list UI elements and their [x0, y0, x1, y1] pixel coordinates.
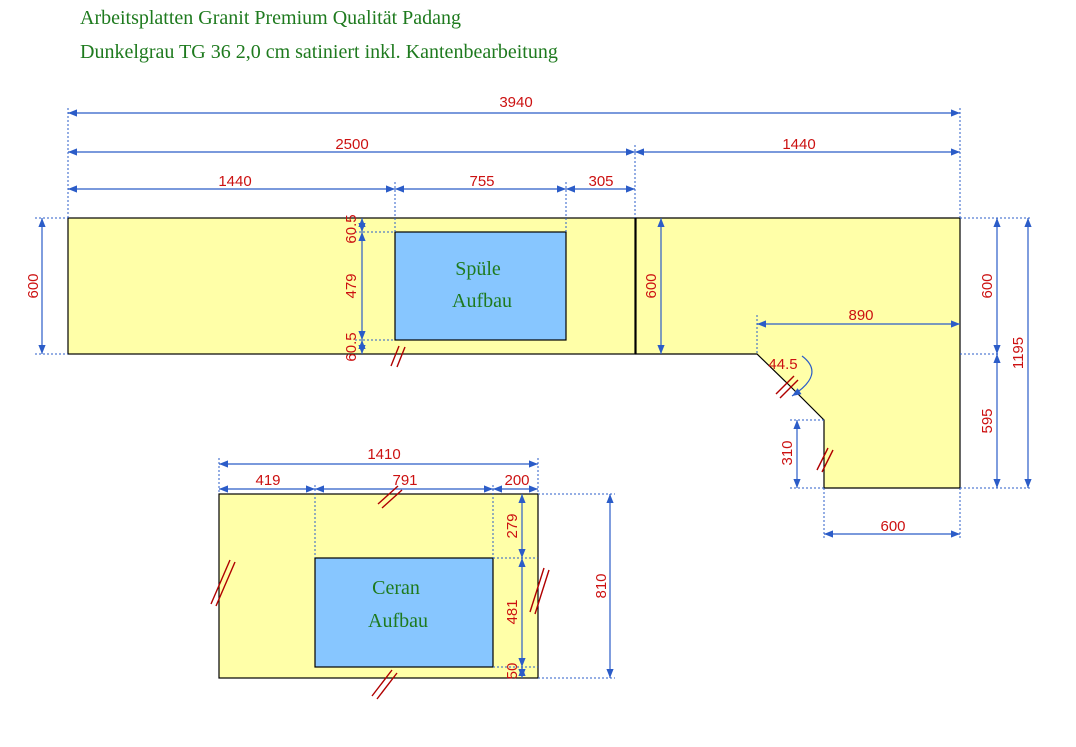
plate-2 [635, 217, 961, 489]
dim-1440-right-text: 1440 [782, 136, 815, 153]
dim-600-left-text: 600 [25, 273, 42, 298]
dimension-labels: 3940 2500 1440 1440 755 305 600 60.5 479… [25, 94, 1027, 679]
dim-1440-left-text: 1440 [218, 173, 251, 190]
dim-481-text: 481 [504, 599, 521, 624]
cooktop-label-line-2: Aufbau [368, 610, 428, 632]
dim-1195-text: 1195 [1010, 337, 1027, 369]
plate-3 [218, 493, 539, 679]
edge-mark-leg [816, 447, 834, 473]
edge-mark-plate3-left [210, 559, 236, 607]
edge-mark-plate3-right [529, 567, 550, 615]
dim-50-text: 50 [504, 663, 521, 680]
dim-479-text: 479 [343, 273, 360, 298]
plate-2-slab [635, 217, 961, 489]
dim-279-text: 279 [504, 513, 521, 538]
title-line-1: Arbeitsplatten Granit Premium Qualität P… [80, 7, 462, 29]
dim-755-text: 755 [469, 173, 494, 190]
dim-1410-text: 1410 [367, 446, 400, 463]
dim-60-5-bottom-text: 60.5 [343, 332, 360, 361]
dimension-lines [38, 109, 1032, 678]
edge-mark-plate3-bottom [371, 669, 398, 700]
plate-1 [67, 217, 636, 355]
edge-mark-chamfer [775, 375, 799, 399]
dim-600-right-text: 600 [979, 273, 996, 298]
dim-595-text: 595 [979, 408, 996, 433]
dim-310-text: 310 [779, 440, 796, 465]
edge-processing-icon [210, 345, 834, 700]
dim-3940-text: 3940 [499, 94, 532, 111]
edge-mark-sink-front [390, 345, 406, 368]
dim-890-text: 890 [848, 307, 873, 324]
dim-600-mid-text: 600 [643, 273, 660, 298]
dim-angle-arc [791, 355, 813, 397]
dim-810-text: 810 [593, 573, 610, 598]
sink-label-line-2: Aufbau [452, 290, 512, 312]
dim-305-text: 305 [588, 173, 613, 190]
dim-200-text: 200 [504, 472, 529, 489]
cooktop-cutout [314, 557, 494, 668]
dim-600-bottom-text: 600 [880, 518, 905, 535]
sink-label-line-1: Spüle [455, 258, 501, 280]
title-line-2: Dunkelgrau TG 36 2,0 cm satiniert inkl. … [80, 41, 558, 63]
dim-2500-text: 2500 [335, 136, 368, 153]
dim-angle-text: 44.5 [768, 356, 797, 373]
sink-cutout [394, 231, 567, 341]
edge-mark-plate3-top [377, 485, 403, 509]
dim-60-5-top-text: 60.5 [343, 214, 360, 243]
dim-419-text: 419 [255, 472, 280, 489]
cooktop-label-line-1: Ceran [372, 577, 420, 599]
dim-791-text: 791 [392, 472, 417, 489]
